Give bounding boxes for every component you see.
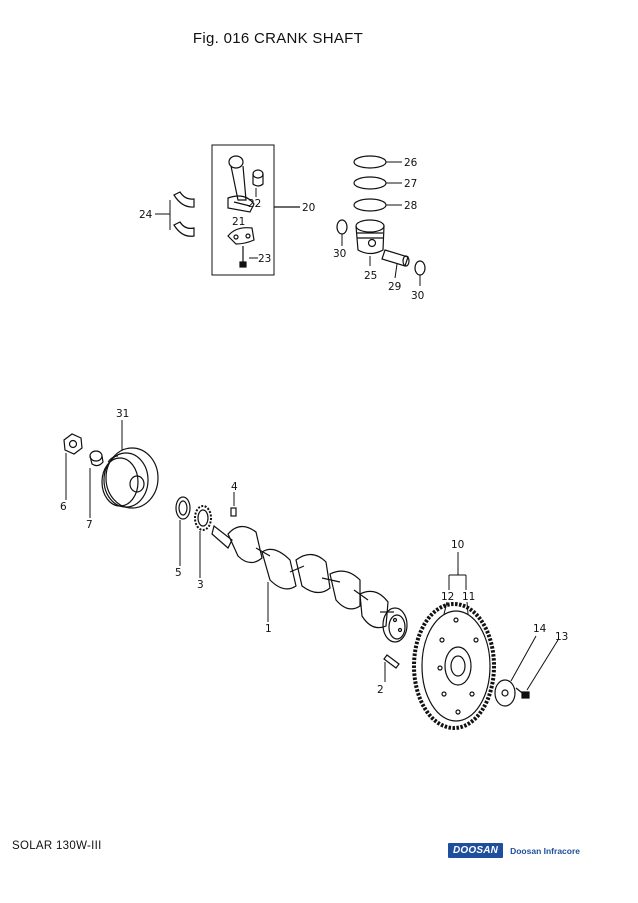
crank-pulley-part (101, 447, 159, 509)
part-label-13: 13 (555, 631, 568, 643)
doosan-logo: DOOSAN (448, 843, 504, 858)
part-label-31: 31 (116, 408, 129, 420)
piston-ring-second (353, 176, 387, 190)
piston-part (355, 219, 385, 255)
rod-bushing-part (252, 169, 264, 187)
oil-seal-part (175, 496, 191, 520)
leader-11 (466, 601, 469, 615)
part-label-22: 22 (248, 198, 261, 210)
leader-14 (510, 635, 537, 682)
part-label-24: 24 (139, 209, 153, 221)
crank-gear-part (194, 505, 212, 531)
figure-title: Fig. 016 CRANK SHAFT (192, 30, 364, 47)
rod-cap-part (227, 227, 255, 245)
part-label-21: 21 (232, 216, 245, 228)
snap-ring-left (336, 219, 348, 235)
woodruff-key-part (230, 507, 237, 517)
leader-12 (443, 601, 448, 615)
piston-pin-part (381, 249, 410, 267)
part-label-11: 11 (462, 591, 475, 603)
part-label-30-right: 30 (411, 290, 424, 302)
part-label-23: 23 (258, 253, 271, 265)
piston-ring-oil (353, 198, 387, 212)
part-label-4: 4 (231, 481, 238, 493)
dowel-pin-part (383, 654, 400, 669)
part-label-7: 7 (86, 519, 93, 531)
model-label: SOLAR 130W-III (12, 840, 102, 852)
part-label-30-left: 30 (333, 248, 346, 260)
brand-name: Doosan Infracore (510, 845, 580, 856)
snap-ring-right (414, 260, 426, 276)
part-label-10: 10 (451, 539, 464, 551)
leader-13 (526, 639, 559, 691)
part-label-2: 2 (377, 684, 384, 696)
part-label-5: 5 (175, 567, 182, 579)
brand-block: DOOSAN Doosan Infracore (448, 843, 580, 858)
part-label-26: 26 (404, 157, 418, 169)
part-label-27: 27 (404, 178, 417, 190)
part-label-28: 28 (404, 200, 417, 212)
pulley-nut-part (63, 433, 83, 455)
part-label-29: 29 (388, 281, 401, 293)
part-label-3: 3 (197, 579, 204, 591)
part-label-14: 14 (533, 623, 547, 635)
connecting-rod-part (227, 155, 255, 213)
part-label-25: 25 (364, 270, 377, 282)
main-bearing-shells-part (173, 191, 195, 237)
part-label-20: 20 (302, 202, 315, 214)
flywheel-part (412, 602, 496, 730)
lock-plate-part (494, 679, 516, 707)
crankshaft-part (211, 524, 408, 643)
rod-bolt-part (239, 246, 247, 268)
part-label-6: 6 (60, 501, 67, 513)
leader-29 (394, 263, 398, 279)
con-rod-group-box (211, 144, 275, 276)
piston-ring-top (353, 155, 387, 169)
pulley-spacer-part (89, 450, 104, 467)
part-label-1: 1 (265, 623, 272, 635)
flywheel-bolt-part (515, 687, 530, 699)
part-label-12: 12 (441, 591, 454, 603)
